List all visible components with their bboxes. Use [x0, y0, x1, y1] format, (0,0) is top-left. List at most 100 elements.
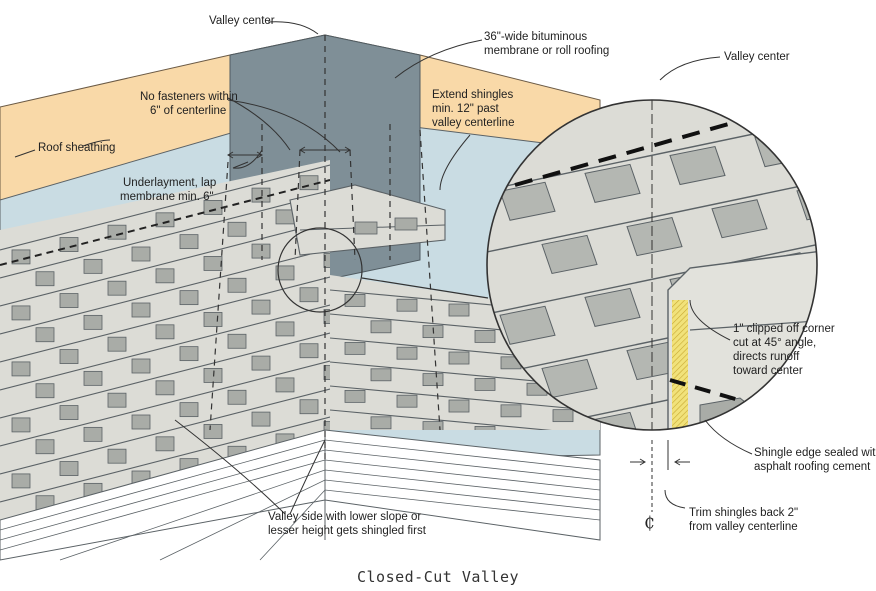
- shingle-tab-shadow: [344, 389, 366, 403]
- detail-shingle-tab: [626, 216, 683, 257]
- detail-shingle-tab: [669, 145, 726, 186]
- shingle-tab-shadow: [83, 258, 103, 274]
- leader-lines: [14, 21, 753, 515]
- detail-shingle-tab: [499, 181, 556, 221]
- shingle-tab-shadow: [299, 399, 319, 415]
- shingle-tab-shadow: [155, 212, 175, 228]
- shingle-tab-shadow: [448, 399, 470, 413]
- figure-caption: Closed-Cut Valley: [356, 568, 520, 586]
- shingle-tab-shadow: [179, 234, 199, 250]
- sealed-label-1: Shingle edge sealed with: [754, 447, 876, 459]
- shingle-tab-shadow: [83, 370, 103, 386]
- nail-line: [0, 179, 330, 266]
- valley-center-detail-label: Valley center: [724, 51, 790, 63]
- shingle-tab-shadow: [155, 380, 175, 396]
- shingle-tab-shadow: [448, 303, 470, 317]
- shingle-tab-shadow: [275, 209, 295, 225]
- detail-connector-line: [361, 277, 489, 299]
- shingle-tab-shadow: [299, 287, 319, 303]
- shingle-tab-shadow: [474, 330, 496, 343]
- fastener-dimension: [227, 146, 351, 159]
- shingle-tab-shadow: [422, 421, 444, 430]
- shingle-tab-shadow: [474, 426, 496, 430]
- membrane-label-2: membrane or roll roofing: [484, 45, 610, 57]
- shingle-tab-shadow: [227, 389, 247, 405]
- left-shingle-field: [0, 160, 330, 566]
- shingle-tab-shadow: [203, 312, 223, 327]
- clipped-label-4: toward center: [733, 365, 803, 377]
- shingle-tab-shadow: [227, 277, 247, 293]
- shingle-tab-shadow: [448, 351, 470, 365]
- shingle-tab-shadow: [251, 355, 271, 371]
- shingle-tab-shadow: [251, 411, 271, 427]
- shingle-tab-shadow: [179, 402, 199, 418]
- dashed-guides: [209, 35, 441, 460]
- valley-side-label-2: lesser height gets shingled first: [268, 525, 426, 537]
- detail-shingle-tab: [541, 358, 598, 399]
- overlap-shingles: [289, 184, 446, 256]
- shingle-tab-shadow: [422, 373, 444, 387]
- clipped-label-3: directs runoff: [733, 351, 800, 363]
- shingle-course-line: [0, 332, 330, 419]
- shingle-tab-shadow: [11, 361, 31, 377]
- shingle-tab-shadow: [227, 221, 247, 237]
- shingle-tab-shadow: [474, 378, 496, 391]
- shingle-tab-shadow: [299, 343, 319, 359]
- detail-shingle-tab: [499, 305, 556, 345]
- no-fasteners-label-2: 6" of centerline: [150, 105, 227, 117]
- shingle-tab-shadow: [396, 346, 418, 360]
- shingle-tab-shadow: [131, 302, 151, 318]
- shingle-tab-shadow: [107, 336, 127, 352]
- shingle-tab-shadow: [107, 448, 127, 464]
- shingle-tab-shadow: [11, 305, 31, 321]
- shingle-tab-shadow: [251, 299, 271, 315]
- roof-sheathing-label: Roof sheathing: [38, 142, 116, 154]
- detail-course-line: [487, 181, 817, 253]
- shingle-tab-shadow: [107, 224, 127, 240]
- detail-locator-circle: [277, 227, 363, 313]
- shingle-tab-shadow: [396, 394, 418, 408]
- shingle-tab-shadow: [131, 414, 151, 430]
- shingle-tab-shadow: [251, 187, 271, 203]
- detail-shingle-tab: [796, 181, 817, 221]
- extend-label-1: Extend shingles: [432, 89, 514, 101]
- shingle-tab-shadow: [83, 426, 103, 442]
- detail-shingle-tab: [584, 287, 641, 327]
- shingle-course-line: [0, 388, 330, 475]
- trim-label-2: from valley centerline: [689, 521, 798, 533]
- eave-fascia: [0, 429, 601, 561]
- shingle-tab-shadow: [36, 552, 54, 566]
- clipped-label-2: cut at 45° angle,: [733, 337, 817, 349]
- shingle-tab-shadow: [344, 293, 366, 307]
- valley-center-label: Valley center: [209, 15, 275, 27]
- shingle-tab-shadow: [179, 346, 199, 362]
- shingle-tab-shadow: [83, 314, 103, 330]
- shingle-tab-shadow: [107, 280, 127, 296]
- shingle-tab-shadow: [370, 320, 392, 334]
- valley-side-label-1: Valley side with lower slope or: [268, 511, 422, 523]
- detail-shingle-tab: [754, 128, 811, 168]
- shingle-tab-shadow: [275, 321, 295, 337]
- sealed-label-2: asphalt roofing cement: [754, 461, 871, 473]
- shingle-course-line: [0, 164, 330, 251]
- shingle-tab-shadow: [275, 377, 295, 393]
- no-fasteners-label-1: No fasteners within: [140, 91, 238, 103]
- detail-shingle-tab: [584, 163, 641, 203]
- extend-label-2: min. 12" past: [432, 103, 499, 115]
- shingle-tab-shadow: [155, 436, 175, 452]
- trim-dimension: [630, 440, 690, 512]
- shingle-tab-shadow: [179, 290, 199, 306]
- shingle-tab-shadow: [227, 333, 247, 349]
- shingle-course-line: [0, 360, 330, 447]
- shingle-tab-shadow: [203, 256, 223, 271]
- shingle-tab-shadow: [251, 243, 271, 259]
- detail-course-line: [487, 243, 817, 315]
- shingle-tab-shadow: [59, 293, 79, 308]
- shingle-tab-shadow: [59, 405, 79, 420]
- trim-label-1: Trim shingles back 2": [689, 507, 799, 519]
- shingle-course-line: [0, 220, 330, 307]
- extend-label-3: valley centerline: [432, 117, 515, 129]
- clipped-label-1: 1" clipped off corner: [733, 323, 835, 335]
- shingle-tab-shadow: [131, 358, 151, 374]
